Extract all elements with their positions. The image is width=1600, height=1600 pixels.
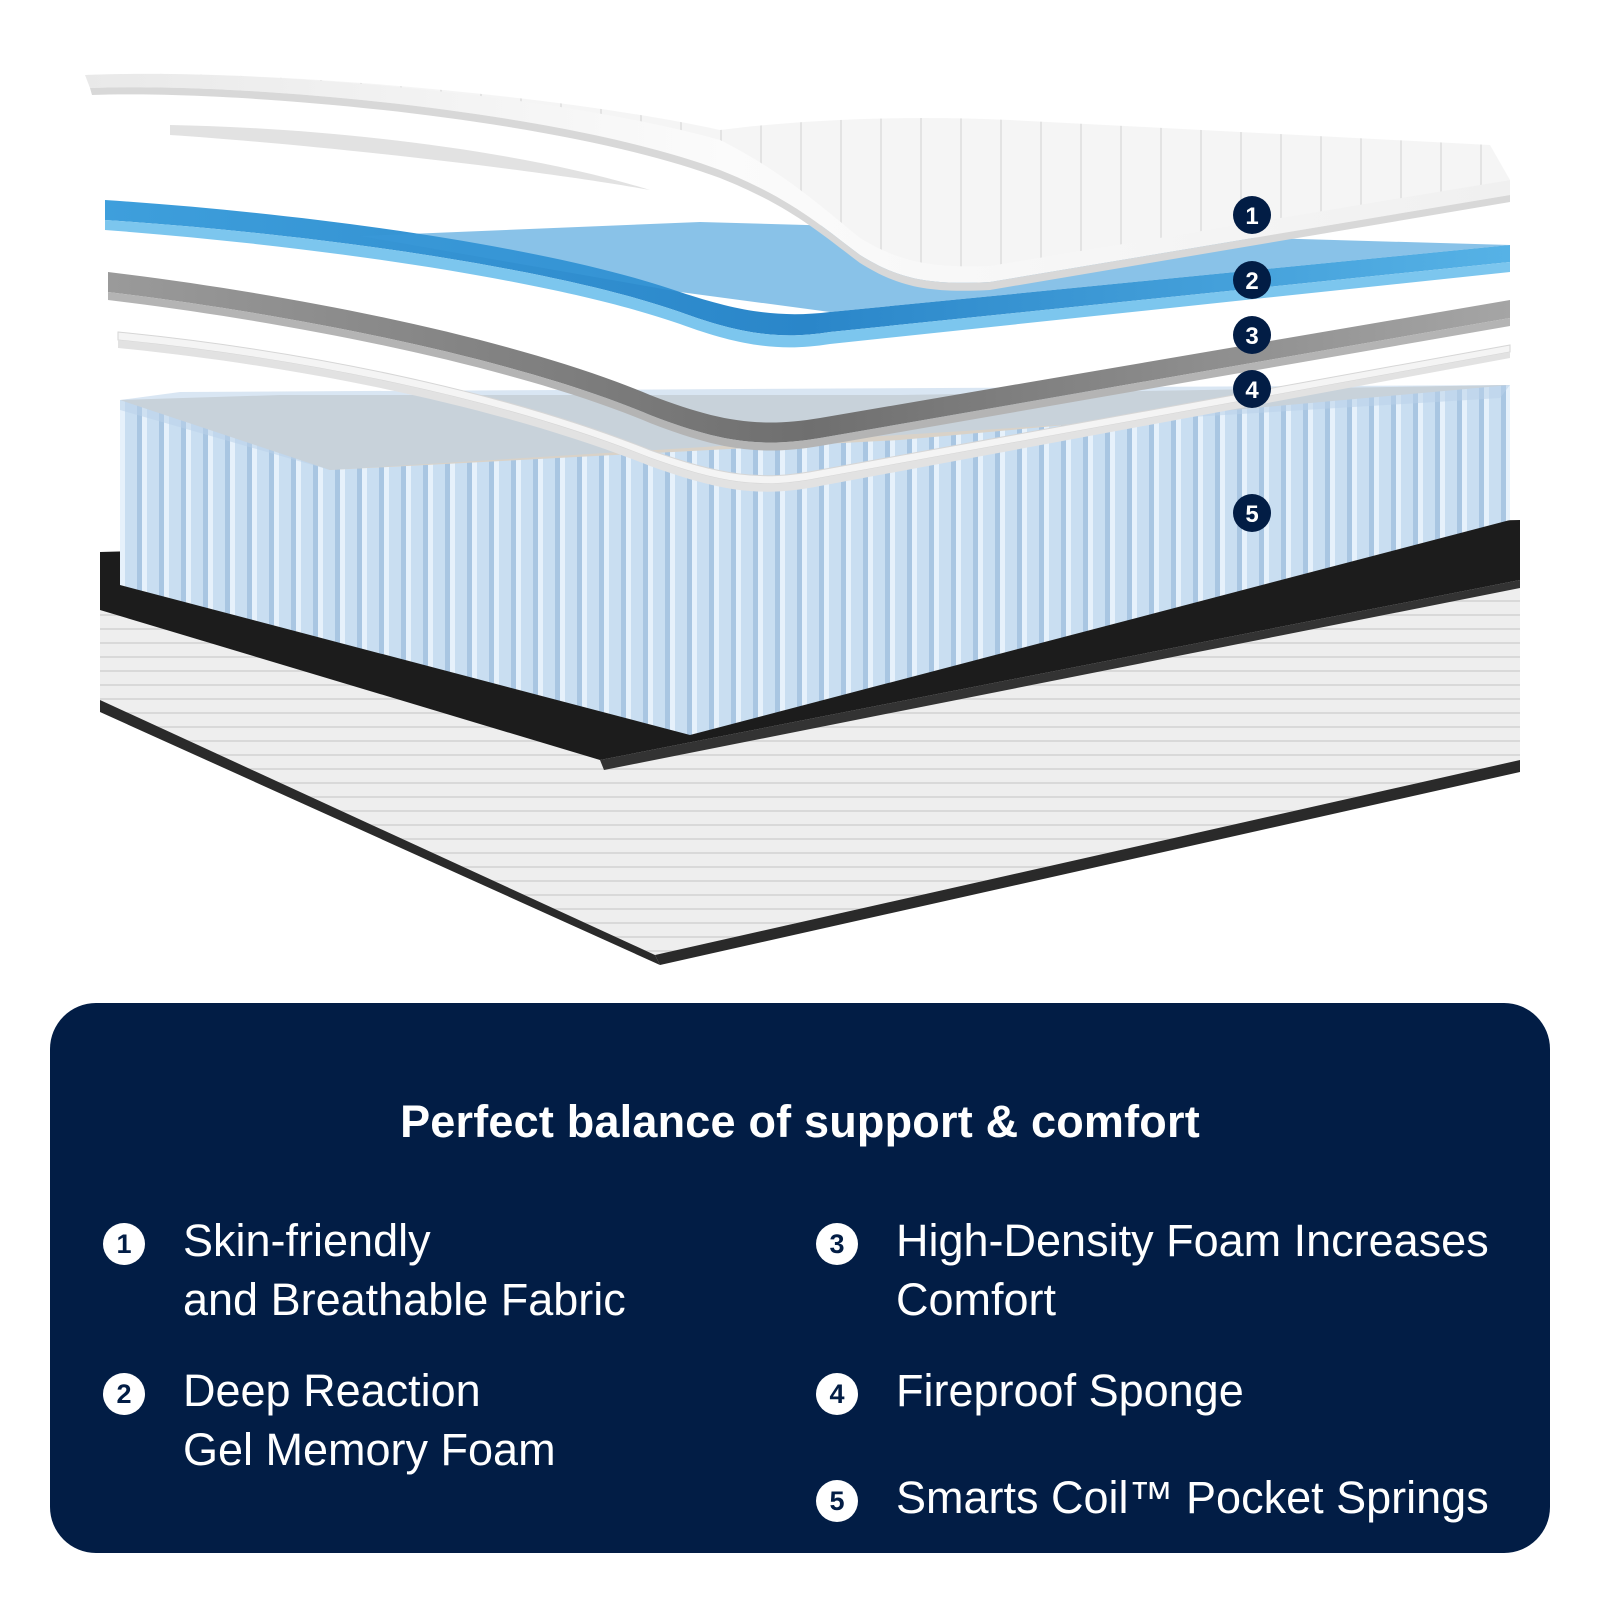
- feature-line: High-Density Foam Increases: [896, 1215, 1489, 1266]
- feature-description: Fireproof Sponge: [896, 1361, 1244, 1420]
- feature-description: Deep Reaction Gel Memory Foam: [183, 1361, 556, 1479]
- svg-text:3: 3: [1245, 323, 1258, 350]
- feature-line: Comfort: [896, 1274, 1057, 1325]
- svg-text:4: 4: [1245, 377, 1259, 404]
- feature-description: Smarts Coil™ Pocket Springs: [896, 1468, 1489, 1527]
- feature-number-badge: 1: [103, 1223, 145, 1265]
- feature-description: High-Density Foam Increases Comfort: [896, 1211, 1489, 1329]
- feature-line: Fireproof Sponge: [896, 1365, 1244, 1416]
- feature-line: Deep Reaction: [183, 1365, 481, 1416]
- feature-description: Skin-friendly and Breathable Fabric: [183, 1211, 626, 1329]
- top-cover-layer: [85, 73, 1510, 291]
- features-panel: Perfect balance of support & comfort 1 S…: [50, 1003, 1550, 1553]
- svg-text:1: 1: [1245, 203, 1258, 230]
- panel-title: Perfect balance of support & comfort: [400, 1096, 1200, 1147]
- feature-number-badge: 3: [816, 1223, 858, 1265]
- marker-5: 5: [1233, 494, 1271, 532]
- feature-line: Gel Memory Foam: [183, 1424, 556, 1475]
- feature-number-badge: 4: [816, 1373, 858, 1415]
- marker-3: 3: [1233, 316, 1271, 354]
- feature-line: Skin-friendly: [183, 1215, 431, 1266]
- fireproof-sponge-layer: [117, 331, 1511, 492]
- marker-4: 4: [1233, 370, 1271, 408]
- mattress-layers-illustration: 1 2 3 4 5: [85, 73, 1520, 965]
- svg-text:5: 5: [1245, 501, 1258, 528]
- svg-text:2: 2: [1245, 268, 1258, 295]
- layer-markers: 1 2 3 4 5: [1233, 196, 1271, 532]
- feature-number-badge: 2: [103, 1373, 145, 1415]
- marker-2: 2: [1233, 261, 1271, 299]
- feature-line: Smarts Coil™ Pocket Springs: [896, 1472, 1489, 1523]
- feature-line: and Breathable Fabric: [183, 1274, 626, 1325]
- marker-1: 1: [1233, 196, 1271, 234]
- high-density-foam-layer: [108, 272, 1510, 451]
- feature-number-badge: 5: [816, 1480, 858, 1522]
